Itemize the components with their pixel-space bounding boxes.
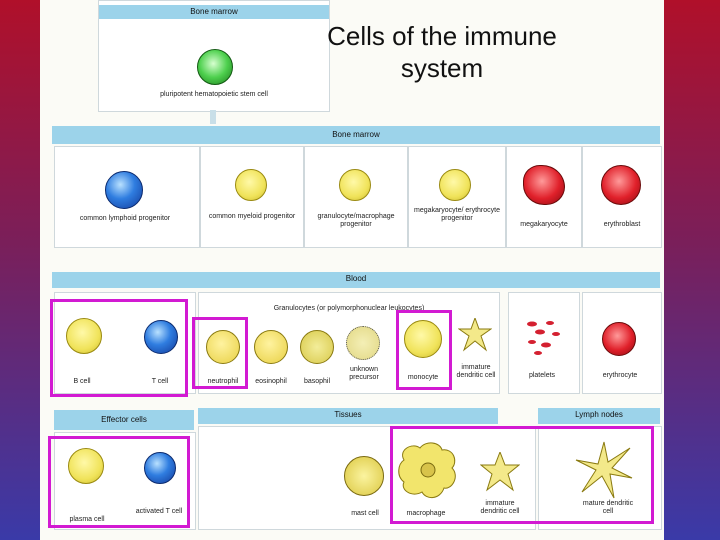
immature-dendritic-cell: [457, 316, 493, 352]
t-cell-label: T cell: [151, 378, 169, 385]
tissues-band: Tissues: [198, 408, 498, 424]
unknown-precursor-cell: [346, 326, 380, 360]
highlight-neutrophil: [192, 317, 248, 389]
megakaryocyte-cell: [523, 165, 565, 205]
mature-dendritic-cell: [574, 440, 634, 500]
bone-marrow-band: Bone marrow: [52, 126, 660, 144]
stem-arrow: [210, 110, 216, 124]
erythrocyte-label: erythrocyte: [602, 372, 638, 379]
eosinophil-label: eosinophil: [255, 378, 287, 385]
common-myeloid-label: common myeloid progenitor: [208, 213, 296, 220]
lymphoid-box: common lymphoid progenitor: [54, 146, 200, 248]
eosinophil-cell: [254, 330, 288, 364]
gm-progenitor-cell: [339, 169, 371, 201]
stem-cell-label: pluripotent hematopoietic stem cell: [160, 91, 268, 98]
myeloid-box: common myeloid progenitor: [200, 146, 304, 248]
monocyte-cell: [404, 320, 442, 358]
neutrophil-label: neutrophil: [207, 378, 239, 385]
highlight-lymphocytes: [50, 299, 188, 397]
platelets-icon: [524, 318, 564, 358]
highlight-effector: [48, 436, 190, 528]
macrophage-cell: [396, 440, 460, 502]
common-myeloid-progenitor-cell: [235, 169, 267, 201]
mature-dc-label: mature dendritic cell: [582, 500, 634, 515]
mast-cell-label: mast cell: [351, 510, 379, 517]
blood-band: Blood: [52, 272, 660, 288]
platelets-label: platelets: [528, 372, 556, 379]
granulocytes-label: Granulocytes (or polymorphonuclear leuko…: [273, 305, 425, 312]
plasma-cell: [68, 448, 104, 484]
lymph-nodes-band: Lymph nodes: [538, 408, 660, 424]
immature-dendritic-cell-tissue: [479, 450, 521, 492]
activated-t-cell: [144, 452, 176, 484]
stem-cell-panel: Bone marrow pluripotent hematopoietic st…: [98, 0, 330, 112]
common-lymphoid-label: common lymphoid progenitor: [79, 215, 171, 222]
highlight-monocyte: [396, 310, 452, 390]
b-cell-label: B cell: [73, 378, 91, 385]
erythrocyte-cell: [602, 322, 636, 356]
b-cell: [66, 318, 102, 354]
diagram-page: Bone marrow pluripotent hematopoietic st…: [40, 0, 664, 540]
basophil-label: basophil: [303, 378, 331, 385]
mega-ery-box: megakaryocyte/ erythrocyte progenitor: [408, 146, 506, 248]
unknown-precursor-label: unknown precursor: [349, 366, 379, 381]
t-cell: [144, 320, 178, 354]
activated-t-label: activated T cell: [135, 508, 183, 515]
plasma-cell-label: plasma cell: [69, 516, 105, 523]
neutrophil-cell: [206, 330, 240, 364]
basophil-cell: [300, 330, 334, 364]
megakaryocyte-box: megakaryocyte: [506, 146, 582, 248]
gm-box: granulocyte/macrophage progenitor: [304, 146, 408, 248]
page-title: Cells of the immune system: [327, 21, 557, 83]
mega-ery-label: megakaryocyte/ erythrocyte progenitor: [414, 207, 500, 222]
erythroblast-box: erythroblast: [582, 146, 662, 248]
common-lymphoid-progenitor-cell: [105, 171, 143, 209]
mast-cell: [344, 456, 384, 496]
gm-progenitor-label: granulocyte/macrophage progenitor: [317, 213, 395, 228]
immature-dc-label: immature dendritic cell: [456, 364, 496, 379]
monocyte-label: monocyte: [407, 374, 439, 381]
erythroblast-label: erythroblast: [603, 221, 641, 228]
macrophage-label: macrophage: [406, 510, 446, 517]
stem-cell: [197, 49, 233, 85]
mega-ery-progenitor-cell: [439, 169, 471, 201]
immature-dc2-label: immature dendritic cell: [480, 500, 520, 515]
erythroblast-cell: [601, 165, 641, 205]
effector-cells-band: Effector cells: [54, 410, 194, 430]
highlight-tissue-macrophages: [390, 426, 654, 524]
bone-marrow-top-band: Bone marrow: [99, 5, 329, 19]
megakaryocyte-label: megakaryocyte: [520, 221, 568, 228]
